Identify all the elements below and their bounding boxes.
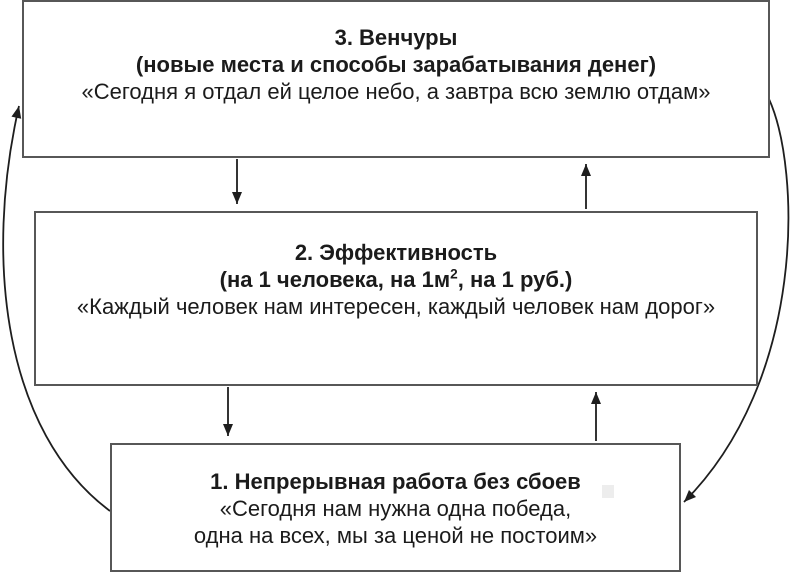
- box-continuous-title: 1. Непрерывная работа без сбоев: [210, 469, 581, 494]
- highlight-artifact: [602, 485, 614, 498]
- box-efficiency-subtitle: (на 1 человека, на 1м2, на 1 руб.): [36, 266, 756, 293]
- box-continuous-work: 1. Непрерывная работа без сбоев «Сегодня…: [110, 443, 681, 572]
- box-efficiency-quote: «Каждый человек нам интересен, каждый че…: [76, 294, 716, 319]
- box-efficiency-subtitle-suffix: , на 1 руб.): [457, 267, 573, 292]
- box-efficiency-title: 2. Эффективность: [294, 240, 498, 265]
- arrow-curve-right-ventures-to-continuous-icon: [683, 98, 790, 503]
- box-efficiency: 2. Эффективность (на 1 человека, на 1м2,…: [34, 211, 758, 386]
- square-meter-superscript: 2: [450, 266, 458, 282]
- box-ventures-subtitle: (новые места и способы зарабатывания ден…: [135, 52, 657, 77]
- box-ventures-quote: «Сегодня я отдал ей целое небо, а завтра…: [81, 79, 711, 104]
- box-ventures-title: 3. Венчуры: [334, 25, 458, 50]
- box-continuous-quote-line1: «Сегодня нам нужна одна победа,: [219, 496, 572, 521]
- box-continuous-quote-line2: одна на всех, мы за ценой не постоим»: [193, 523, 598, 548]
- box-ventures: 3. Венчуры (новые места и способы зараба…: [22, 0, 770, 158]
- box-efficiency-subtitle-prefix: (на 1 человека, на 1м: [219, 267, 451, 292]
- arrow-curve-left-continuous-to-ventures-icon: [2, 105, 111, 512]
